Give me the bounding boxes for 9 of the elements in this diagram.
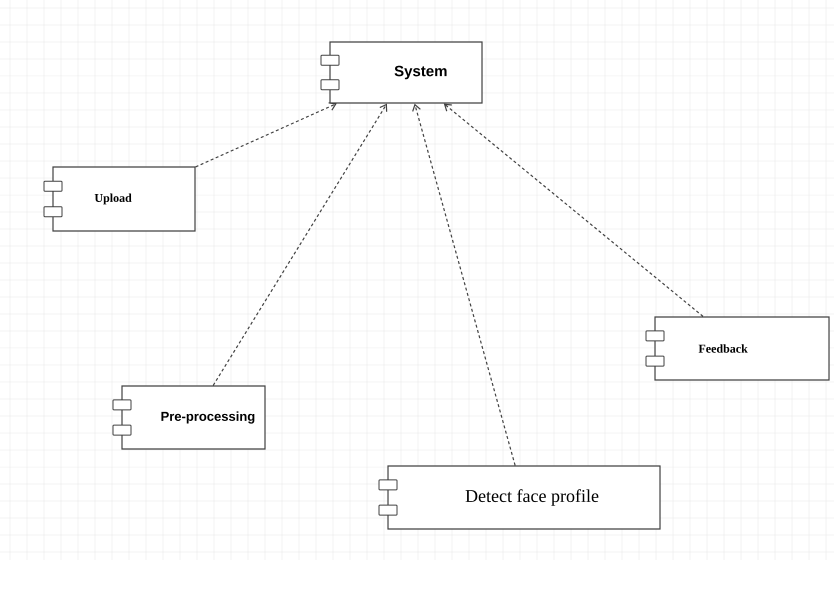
component-box: Pre-processing <box>112 385 266 450</box>
component-box: Feedback <box>646 316 830 381</box>
dependency-arrow <box>212 104 388 386</box>
dependency-arrow <box>412 104 516 466</box>
component-box: Detect face profile <box>378 465 661 530</box>
dependency-arrow <box>195 102 337 168</box>
component-box: System <box>320 41 483 104</box>
component-box: Upload <box>44 166 196 232</box>
dependency-arrow <box>444 104 704 317</box>
